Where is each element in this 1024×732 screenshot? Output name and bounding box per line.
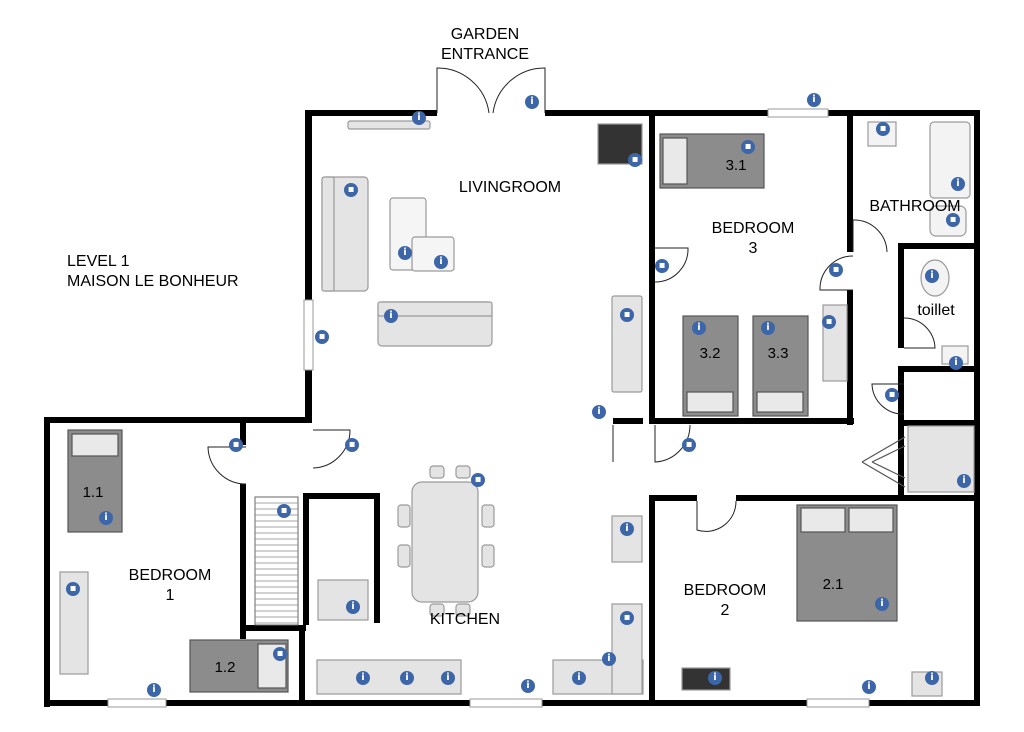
windows — [107, 108, 870, 708]
camera-icon[interactable]: ▪ — [946, 213, 960, 227]
bedroom-2-number: 2 — [720, 602, 730, 619]
bedroom-3-name: BEDROOM — [711, 220, 795, 237]
camera-icon[interactable]: ▪ — [620, 308, 634, 322]
bedroom-2-name: BEDROOM — [683, 582, 767, 599]
camera-icon[interactable]: ▪ — [829, 263, 843, 277]
door-swing-icon — [207, 446, 247, 485]
info-icon[interactable]: i — [862, 680, 876, 694]
info-icon[interactable]: i — [949, 356, 963, 370]
garden-entrance-line1: GARDEN — [450, 26, 520, 43]
bed-label-3-2: 3.2 — [699, 345, 721, 362]
camera-icon[interactable]: ▪ — [655, 259, 669, 273]
garden-entrance-line2: ENTRANCE — [440, 46, 529, 63]
info-icon[interactable]: i — [412, 111, 426, 125]
level-label: LEVEL 1 MAISON LE BONHEUR — [67, 252, 239, 292]
camera-icon[interactable]: ▪ — [682, 438, 696, 452]
bedroom-3-number: 3 — [748, 240, 758, 257]
camera-icon[interactable]: ▪ — [277, 504, 291, 518]
camera-icon[interactable]: ▪ — [344, 183, 358, 197]
info-icon[interactable]: i — [875, 597, 889, 611]
info-icon[interactable]: i — [99, 511, 113, 525]
info-icon[interactable]: i — [925, 671, 939, 685]
bed-label-2-1: 2.1 — [822, 576, 844, 593]
info-icon[interactable]: i — [925, 269, 939, 283]
info-icon[interactable]: i — [400, 671, 414, 685]
camera-icon[interactable]: ▪ — [229, 438, 243, 452]
info-icon[interactable]: i — [441, 671, 455, 685]
bed-label-1-1: 1.1 — [82, 484, 104, 501]
camera-icon[interactable]: ▪ — [315, 330, 329, 344]
camera-icon[interactable]: ▪ — [628, 153, 642, 167]
livingroom-label: LIVINGROOM — [458, 179, 562, 196]
kitchen-label: KITCHEN — [429, 611, 501, 628]
camera-icon[interactable]: ▪ — [273, 647, 287, 661]
info-icon[interactable]: i — [692, 321, 706, 335]
info-icon[interactable]: i — [434, 255, 448, 269]
info-icon[interactable]: i — [602, 652, 616, 666]
bedroom-1-number: 1 — [165, 587, 175, 604]
info-icon[interactable]: i — [620, 522, 634, 536]
livingroom-furniture — [321, 120, 643, 563]
bed-label-1-2: 1.2 — [214, 659, 236, 676]
camera-icon[interactable]: ▪ — [876, 122, 890, 136]
toilet-label: toillet — [917, 302, 955, 319]
stair-icon — [254, 496, 299, 626]
info-icon[interactable]: i — [346, 600, 360, 614]
camera-icon[interactable]: ▪ — [741, 140, 755, 154]
info-icon[interactable]: i — [951, 177, 965, 191]
bed-label-3-1: 3.1 — [725, 157, 747, 174]
bedroom-1-name: BEDROOM — [128, 567, 212, 584]
bedroom-3-label: BEDROOM 3 — [688, 219, 818, 259]
camera-icon[interactable]: ▪ — [66, 582, 80, 596]
info-icon[interactable]: i — [384, 309, 398, 323]
kitchen-furniture — [316, 465, 644, 695]
level-title: LEVEL 1 — [67, 253, 130, 270]
info-icon[interactable]: i — [572, 671, 586, 685]
info-icon[interactable]: i — [147, 683, 161, 697]
bedroom-2-label: BEDROOM 2 — [660, 581, 790, 621]
bathroom-label: BATHROOM — [869, 198, 961, 215]
camera-icon[interactable]: ▪ — [471, 473, 485, 487]
bedroom-1-label: BEDROOM 1 — [105, 566, 235, 606]
camera-icon[interactable]: ▪ — [822, 315, 836, 329]
camera-icon[interactable]: ▪ — [885, 388, 899, 402]
info-icon[interactable]: i — [807, 93, 821, 107]
info-icon[interactable]: i — [521, 679, 535, 693]
property-name: MAISON LE BONHEUR — [67, 273, 239, 290]
info-icon[interactable]: i — [398, 246, 412, 260]
bed-label-3-3: 3.3 — [767, 345, 789, 362]
info-icon[interactable]: i — [761, 321, 775, 335]
info-icon[interactable]: i — [525, 95, 539, 109]
info-icon[interactable]: i — [592, 405, 606, 419]
garden-entrance-label: GARDEN ENTRANCE — [405, 25, 565, 65]
info-icon[interactable]: i — [957, 474, 971, 488]
info-icon[interactable]: i — [356, 671, 370, 685]
camera-icon[interactable]: ▪ — [345, 438, 359, 452]
camera-icon[interactable]: ▪ — [620, 611, 634, 625]
info-icon[interactable]: i — [708, 671, 722, 685]
